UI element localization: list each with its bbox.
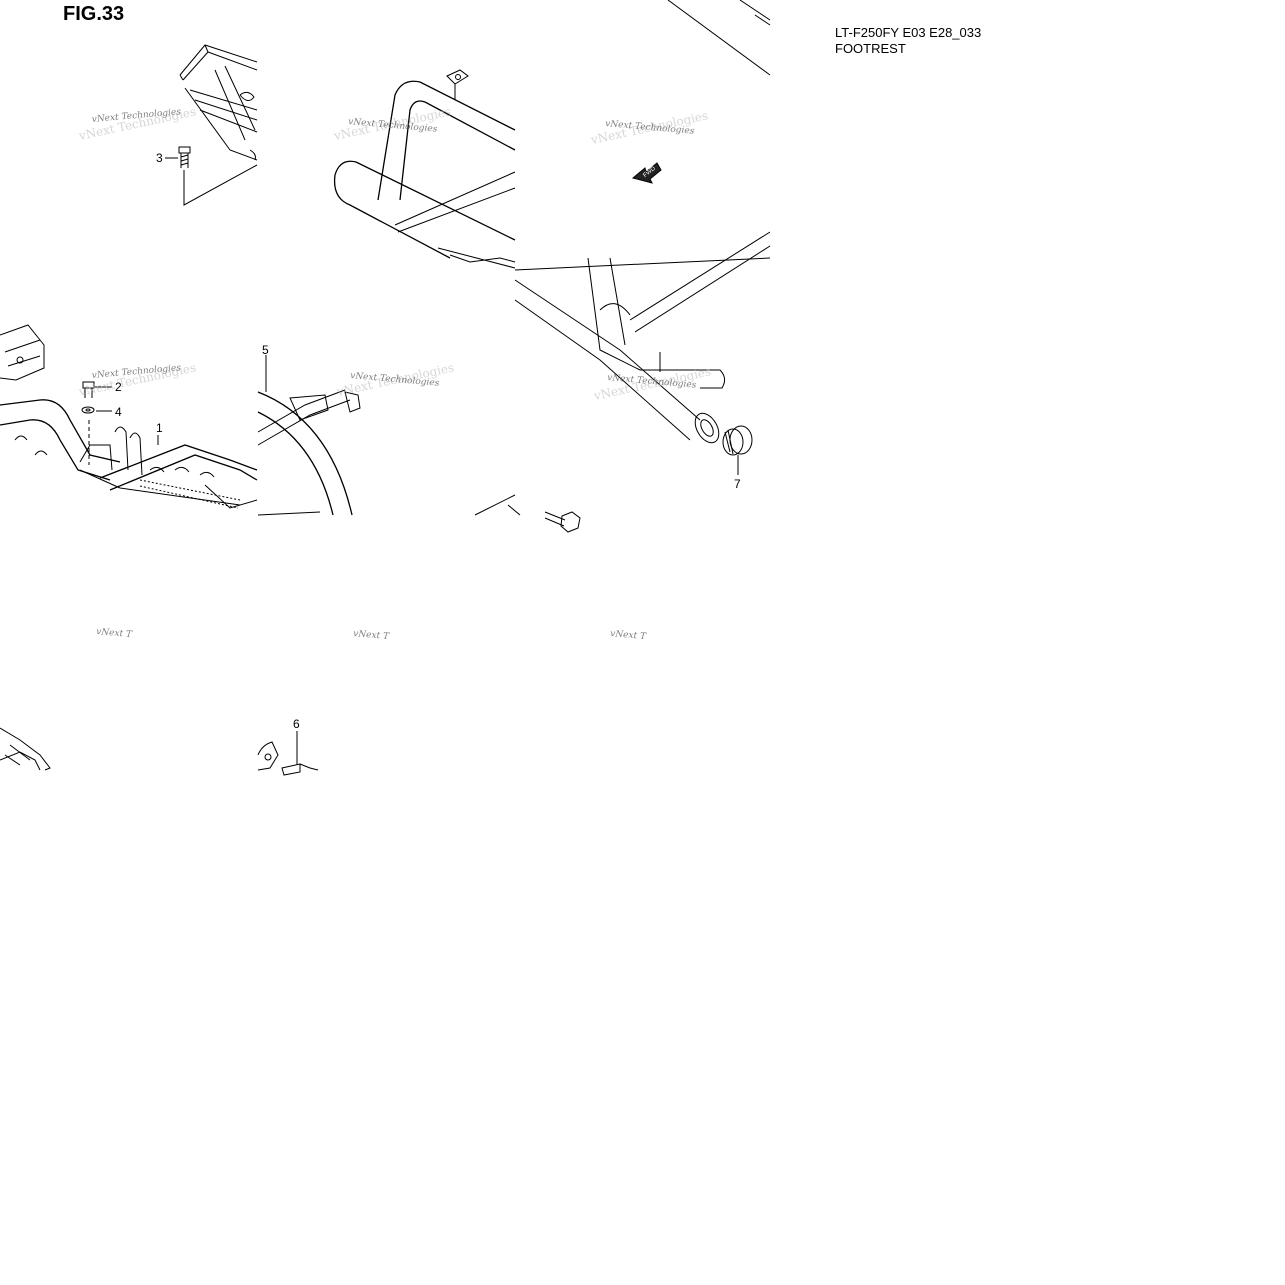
washer-4-part [81, 406, 95, 414]
watermark-fragment: vNext T [353, 629, 391, 642]
tile-bottom-left [0, 727, 51, 771]
model-header: LT-F250FY E03 E28_033 FOOTREST [835, 25, 981, 57]
bolt-2-part [82, 381, 95, 398]
figure-title: FIG.33 [63, 3, 125, 25]
watermark-layer: vNext Technologies vNext Technologies vN… [77, 104, 712, 642]
callout-6: 6 [293, 717, 300, 731]
callout-5: 5 [262, 343, 269, 357]
cap-7-part [722, 425, 753, 456]
tile-bottom-center [257, 731, 319, 776]
callout-2: 2 [115, 380, 122, 394]
bolt-lower-part [544, 511, 581, 533]
callout-7: 7 [734, 477, 741, 491]
watermark-fragment: vNext T [96, 627, 134, 640]
bolt-3-part [178, 146, 191, 168]
tile-top-right: FWD [514, 0, 771, 475]
watermark-fragment: vNext T [610, 629, 648, 642]
model-code: LT-F250FY E03 E28_033 [835, 25, 982, 40]
tile-middle-center [257, 355, 521, 516]
fwd-arrow: FWD [631, 162, 662, 184]
callout-4: 4 [115, 405, 122, 419]
tile-top-left [165, 44, 258, 206]
section-name: FOOTREST [835, 41, 906, 56]
bolt-6-part [281, 763, 319, 776]
tile-middle-left [0, 324, 258, 509]
callout-1: 1 [156, 421, 163, 435]
callout-3: 3 [156, 151, 163, 165]
tile-top-middle [333, 69, 516, 269]
